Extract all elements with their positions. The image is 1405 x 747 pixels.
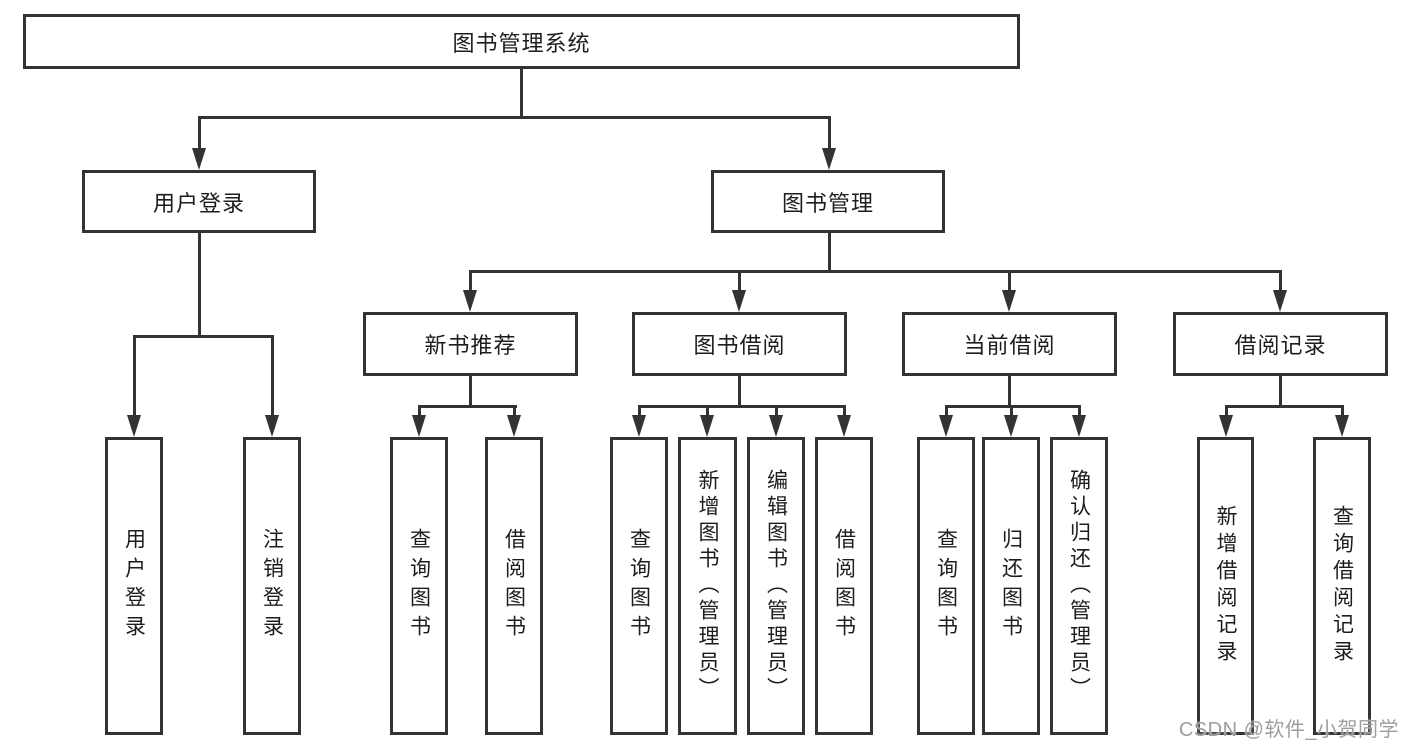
connector-drop-logout xyxy=(271,335,274,415)
connector-root-spread xyxy=(198,116,831,119)
arrowhead-down-icon xyxy=(632,415,646,437)
connector-s3-drop2 xyxy=(1341,405,1344,417)
arrowhead-down-icon xyxy=(1072,415,1086,437)
leaf-borrow-books: 借阅图书 xyxy=(815,437,873,735)
leaf-edit-books-admin: 编辑图书（管理员） xyxy=(747,437,805,735)
arrowhead-down-icon xyxy=(1004,415,1018,437)
leaf-query-borrow-record: 查询借阅记录 xyxy=(1313,437,1371,735)
leaf-label: 用户登录 xyxy=(122,528,146,644)
arrowhead-down-icon xyxy=(1273,290,1287,312)
connector-s0-trunk xyxy=(469,376,472,407)
connector-drop-records xyxy=(1279,270,1282,290)
connector-s1-spread xyxy=(638,405,846,408)
leaf-label: 借阅图书 xyxy=(502,528,526,644)
leaf-add-borrow-record: 新增借阅记录 xyxy=(1197,437,1254,735)
connector-drop-current xyxy=(1008,270,1011,290)
leaf-label: 查询图书 xyxy=(934,528,958,644)
node-borrowing-records: 借阅记录 xyxy=(1173,312,1388,376)
connector-drop-login xyxy=(133,335,136,415)
leaf-add-books-admin: 新增图书（管理员） xyxy=(678,437,737,735)
arrowhead-down-icon xyxy=(769,415,783,437)
leaf-query-books-current: 查询图书 xyxy=(917,437,975,735)
arrowhead-down-icon xyxy=(837,415,851,437)
leaf-label: 新增图书（管理员） xyxy=(696,469,719,703)
connector-user-spread xyxy=(133,335,274,338)
connector-s0-spread xyxy=(418,405,517,408)
leaf-label: 注销登录 xyxy=(260,528,284,644)
node-book-mgmt-branch: 图书管理 xyxy=(711,170,945,233)
arrowhead-down-icon xyxy=(463,290,477,312)
connector-s2-spread xyxy=(945,405,1081,408)
connector-drop-borrow xyxy=(738,270,741,290)
arrowhead-down-icon xyxy=(412,415,426,437)
connector-s2-drop2 xyxy=(1010,405,1013,417)
node-root: 图书管理系统 xyxy=(23,14,1020,69)
leaf-label: 查询图书 xyxy=(407,528,431,644)
connector-book-trunk xyxy=(828,233,831,271)
arrowhead-down-icon xyxy=(1335,415,1349,437)
arrowhead-down-icon xyxy=(265,415,279,437)
leaf-borrow-books-recommend: 借阅图书 xyxy=(485,437,543,735)
leaf-label: 查询图书 xyxy=(627,528,651,644)
connector-book-spread xyxy=(469,270,1282,273)
node-user-login-branch-label: 用户登录 xyxy=(152,190,245,216)
connector-s2-drop1 xyxy=(945,405,948,417)
arrowhead-down-icon xyxy=(127,415,141,437)
connector-s2-trunk xyxy=(1008,376,1011,407)
arrowhead-down-icon xyxy=(1002,290,1016,312)
leaf-label: 编辑图书（管理员） xyxy=(764,469,788,703)
node-new-book-recommend: 新书推荐 xyxy=(363,312,578,376)
connector-s1-drop3 xyxy=(775,405,778,417)
arrowhead-down-icon xyxy=(507,415,521,437)
arrowhead-down-icon xyxy=(939,415,953,437)
leaf-logout: 注销登录 xyxy=(243,437,301,735)
leaf-query-books-recommend: 查询图书 xyxy=(390,437,448,735)
leaf-label: 确认归还（管理员） xyxy=(1067,469,1091,703)
connector-s1-drop4 xyxy=(843,405,846,417)
connector-s1-drop2 xyxy=(706,405,709,417)
connector-s0-drop2 xyxy=(513,405,516,417)
arrowhead-down-icon xyxy=(732,290,746,312)
node-current-borrowing-label: 当前借阅 xyxy=(963,333,1056,358)
arrowhead-down-icon xyxy=(192,148,206,170)
node-book-mgmt-branch-label: 图书管理 xyxy=(781,190,874,216)
leaf-confirm-return-admin: 确认归还（管理员） xyxy=(1050,437,1108,735)
csdn-watermark: CSDN @软件_小贺同学 xyxy=(1178,719,1399,741)
node-book-borrowing-label: 图书借阅 xyxy=(693,333,786,358)
leaf-label: 借阅图书 xyxy=(832,528,856,644)
connector-s3-spread xyxy=(1225,405,1343,408)
node-user-login-branch: 用户登录 xyxy=(82,170,316,233)
node-borrowing-records-label: 借阅记录 xyxy=(1234,333,1327,358)
connector-s2-drop3 xyxy=(1078,405,1081,417)
arrowhead-down-icon xyxy=(822,148,836,170)
leaf-user-login: 用户登录 xyxy=(105,437,163,735)
connector-drop-book-mgmt xyxy=(828,116,831,148)
leaf-label: 新增借阅记录 xyxy=(1214,505,1237,667)
node-root-label: 图书管理系统 xyxy=(452,30,591,56)
arrowhead-down-icon xyxy=(1219,415,1233,437)
connector-root-trunk xyxy=(520,69,523,117)
connector-s3-drop1 xyxy=(1225,405,1228,417)
leaf-return-books: 归还图书 xyxy=(982,437,1040,735)
node-new-book-recommend-label: 新书推荐 xyxy=(424,333,517,358)
arrowhead-down-icon xyxy=(700,415,714,437)
leaf-query-books-borrowing: 查询图书 xyxy=(610,437,668,735)
connector-s1-trunk xyxy=(738,376,741,407)
connector-s0-drop1 xyxy=(418,405,421,417)
connector-drop-user-login xyxy=(198,116,201,148)
leaf-label: 查询借阅记录 xyxy=(1330,505,1354,667)
leaf-label: 归还图书 xyxy=(999,528,1023,644)
connector-s1-drop1 xyxy=(638,405,641,417)
connector-s3-trunk xyxy=(1279,376,1282,407)
connector-user-trunk xyxy=(198,233,201,336)
node-book-borrowing: 图书借阅 xyxy=(632,312,847,376)
node-current-borrowing: 当前借阅 xyxy=(902,312,1117,376)
connector-drop-newbook xyxy=(469,270,472,290)
